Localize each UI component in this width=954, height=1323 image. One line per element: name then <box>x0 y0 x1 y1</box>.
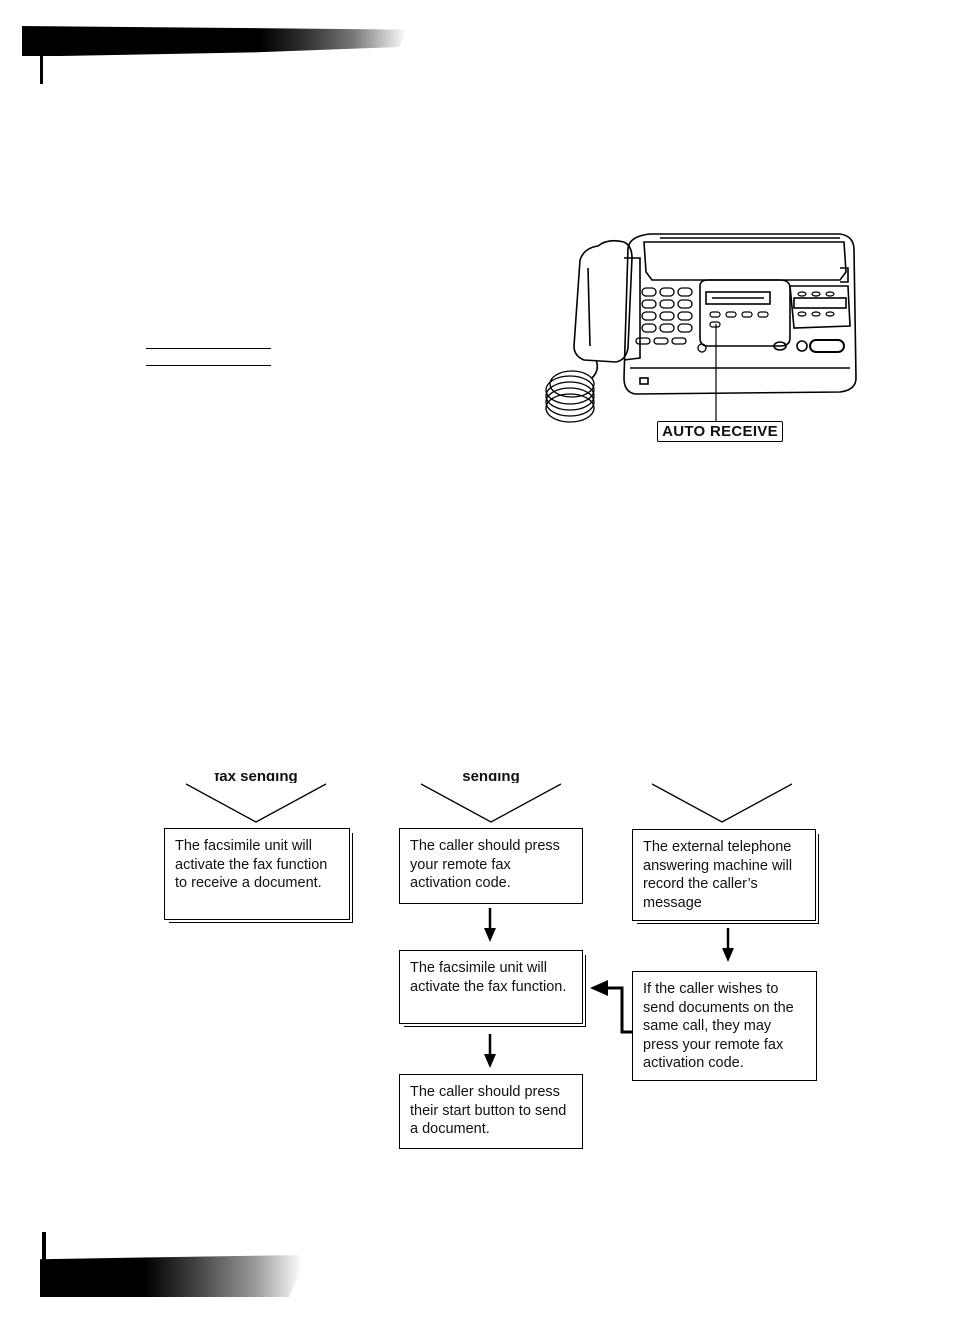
arrow-down-icon <box>484 908 496 942</box>
fax-machine-icon <box>545 233 857 423</box>
flow-box-middle-2: The facsimile unit will activate the fax… <box>399 950 583 1024</box>
brush-stroke-top-stem <box>40 48 43 84</box>
chevron-right <box>652 783 792 823</box>
brush-stroke-bottom-stem <box>42 1232 46 1262</box>
flow-box-middle-1: The caller should press your remote fax … <box>399 828 583 904</box>
auto-receive-button-label: AUTO RECEIVE <box>657 421 783 442</box>
heading-fragment-right <box>652 773 792 783</box>
chevron-middle <box>421 783 561 823</box>
rule-lower <box>146 365 271 366</box>
arrow-down-icon <box>484 1034 496 1068</box>
arrow-left-icon <box>590 980 632 1034</box>
arrow-down-icon <box>722 928 734 962</box>
heading-fragment-left: fax sending <box>214 773 298 783</box>
brush-stroke-top <box>22 26 407 56</box>
flow-box-left-1: The facsimile unit will activate the fax… <box>164 828 350 920</box>
flow-box-right-1: The external telephone answering machine… <box>632 829 816 921</box>
brush-stroke-bottom <box>40 1255 302 1297</box>
heading-fragment-middle: sending <box>462 773 520 783</box>
flow-box-middle-3: The caller should press their start butt… <box>399 1074 583 1149</box>
flow-box-right-2: If the caller wishes to send documents o… <box>632 971 817 1081</box>
rule-upper <box>146 348 271 349</box>
chevron-left <box>186 783 326 823</box>
